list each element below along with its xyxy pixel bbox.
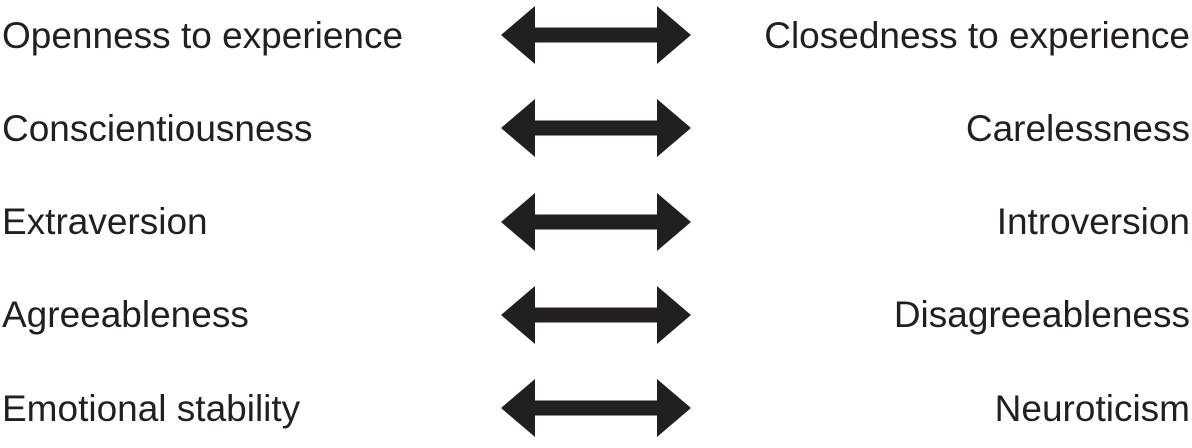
trait-row: Agreeableness Disagreeableness [0,284,1192,346]
trait-left-label: Openness to experience [2,14,404,56]
double-headed-arrow-icon [501,4,691,66]
trait-right-label: Neuroticism [994,387,1190,429]
trait-row: Conscientiousness Carelessness [0,97,1192,159]
double-headed-arrow-icon [501,191,691,253]
trait-row: Emotional stability Neuroticism [0,377,1192,439]
trait-row: Extraversion Introversion [0,191,1192,253]
double-headed-arrow-icon [501,97,691,159]
trait-left-label: Conscientiousness [2,107,313,149]
trait-right-label: Introversion [996,201,1190,242]
trait-left-label: Extraversion [2,201,208,242]
trait-row: Openness to experience Closedness to exp… [0,4,1192,66]
trait-right-label: Closedness to experience [764,14,1190,56]
trait-left-label: Emotional stability [2,387,301,429]
trait-right-label: Disagreeableness [893,294,1190,336]
trait-left-label: Agreeableness [2,294,249,336]
double-headed-arrow-icon [501,284,691,346]
double-headed-arrow-icon [501,377,691,439]
trait-right-label: Carelessness [965,107,1190,149]
